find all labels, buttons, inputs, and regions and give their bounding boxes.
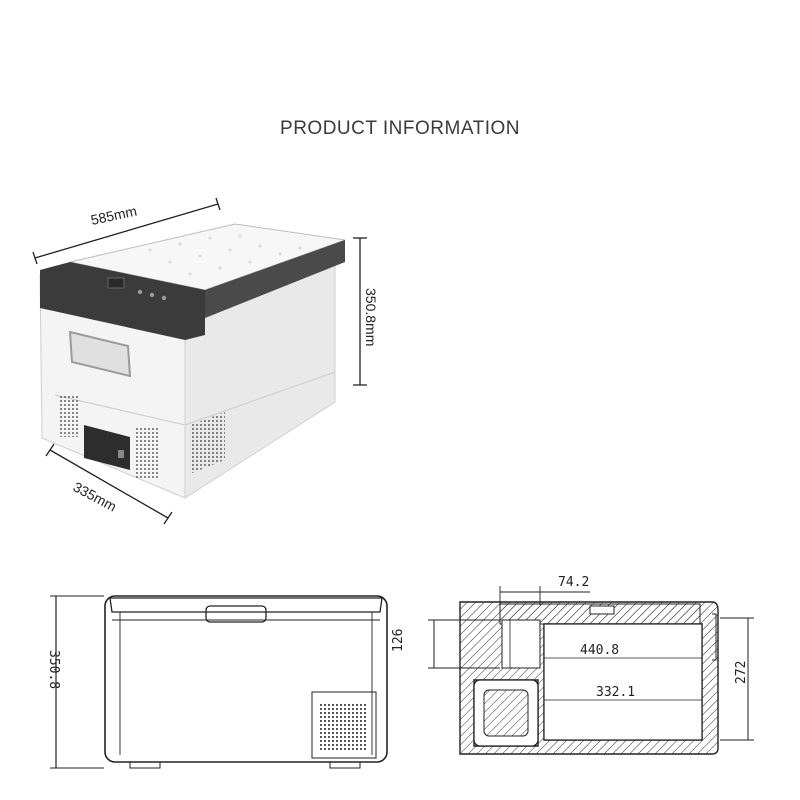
section-view [459, 601, 719, 755]
depth-label: 335mm [71, 479, 120, 515]
section-top-dimension: 74.2 [499, 575, 590, 605]
front-handle-outline [205, 605, 267, 623]
vent-grille-front [136, 428, 158, 480]
front-height-dimension: 350.8 [46, 595, 104, 769]
width-label: 585mm [89, 203, 138, 228]
vent-grille-left [58, 395, 78, 437]
section-inner-length-dimension: 440.8 [580, 643, 619, 658]
front-height-label: 350.8 [46, 650, 61, 689]
section-top-label: 74.2 [558, 575, 589, 590]
section-lower-length-dimension: 332.1 [596, 685, 635, 700]
power-socket-panel [84, 425, 130, 470]
control-button-icon [149, 292, 155, 298]
lower-length-label: 332.1 [596, 685, 635, 700]
section-right-dimension: 272 [720, 617, 754, 741]
control-panel-trim [40, 262, 205, 340]
inner-length-label: 440.8 [580, 643, 619, 658]
page-title: PRODUCT INFORMATION [280, 118, 520, 139]
height-dimension: 350.8mm [353, 237, 379, 386]
display-screen [107, 277, 125, 289]
vent-grille-side [190, 412, 225, 474]
section-left-dimension: 126 [391, 619, 500, 669]
lid-texture [148, 234, 302, 276]
control-button-icon [161, 295, 167, 301]
front-elevation-view [104, 595, 388, 769]
control-button-icon [137, 289, 143, 295]
front-vent-grille [320, 702, 368, 752]
front-handle [68, 330, 132, 378]
height-label: 350.8mm [363, 288, 379, 346]
section-left-label: 126 [391, 629, 406, 652]
section-right-label: 272 [734, 661, 749, 684]
fridge-iso-view [39, 223, 346, 499]
